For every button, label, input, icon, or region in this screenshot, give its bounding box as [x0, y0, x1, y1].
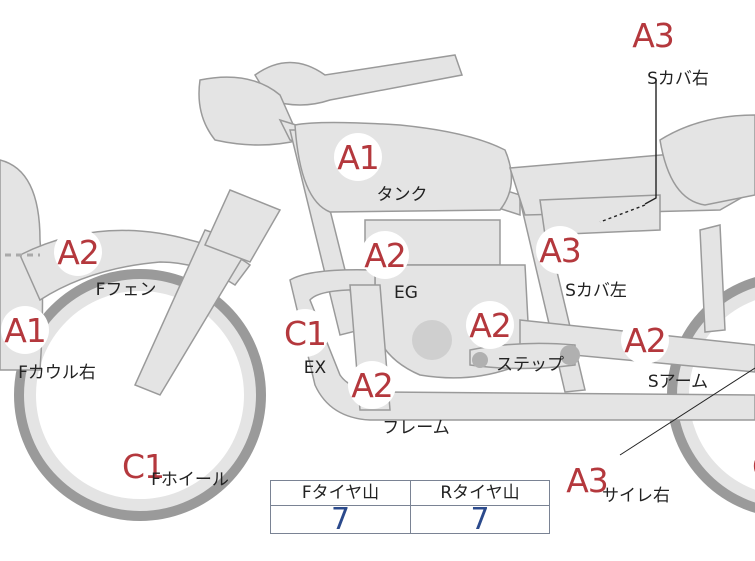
- front-tread-cell: Fタイヤ山 7: [271, 481, 410, 537]
- side-cover: [539, 194, 661, 236]
- grade-marker-scover-left: A3: [536, 226, 584, 274]
- leader-line-scover-right: [644, 82, 657, 205]
- exhaust: [289, 268, 755, 421]
- grade-marker-footstep: A2: [466, 301, 514, 349]
- front-tread-value: 7: [330, 502, 351, 537]
- part-label-scover-left: Sカバ左: [565, 281, 627, 301]
- rear-tread-cell: Rタイヤ山 7: [410, 481, 549, 537]
- leader-line-silencer-right: [619, 367, 755, 456]
- grade-marker-exhaust: C1: [281, 309, 329, 357]
- rear-tread-header: Rタイヤ山: [411, 481, 549, 506]
- part-label-silencer-right: サイレ右: [602, 486, 670, 506]
- grade-marker-front-wheel: C1: [119, 442, 167, 490]
- front-tread-header: Fタイヤ山: [271, 481, 410, 506]
- part-label-frame: フレーム: [382, 418, 450, 438]
- part-label-scover-right: Sカバ右: [647, 69, 709, 89]
- headlight: [198, 76, 302, 146]
- grade-marker-front-fender: A2: [54, 228, 102, 276]
- tire-tread-table: Fタイヤ山 7 Rタイヤ山 7: [270, 480, 550, 537]
- grade-marker-front-cowl-right: A1: [1, 306, 49, 354]
- grade-marker-engine: A2: [361, 231, 409, 279]
- front-wheel: [14, 269, 266, 521]
- part-label-front-wheel: Fホイール: [151, 470, 229, 490]
- part-label-exhaust: EX: [303, 358, 327, 378]
- grade-marker-scover-right: A3: [629, 11, 677, 59]
- part-label-swing-arm: Sアーム: [647, 372, 709, 392]
- part-label-footstep: ステップ: [496, 355, 564, 375]
- part-label-tank: タンク: [376, 185, 428, 205]
- grade-marker-tank: A1: [334, 133, 382, 181]
- handlebar: [254, 54, 463, 106]
- part-label-front-cowl-right: Fカウル右: [18, 363, 96, 383]
- rear-cowl: [659, 114, 755, 206]
- grade-marker-rear-wheel-partial: C: [739, 442, 755, 490]
- part-label-front-fender: Fフェン: [95, 280, 157, 300]
- part-label-engine: EG: [394, 283, 418, 303]
- footstep: [469, 342, 576, 370]
- rear-tread-value: 7: [470, 502, 490, 537]
- grade-marker-frame: A2: [348, 361, 396, 409]
- grade-marker-swing-arm: A2: [621, 316, 669, 364]
- grade-marker-silencer-right: A3: [563, 456, 611, 504]
